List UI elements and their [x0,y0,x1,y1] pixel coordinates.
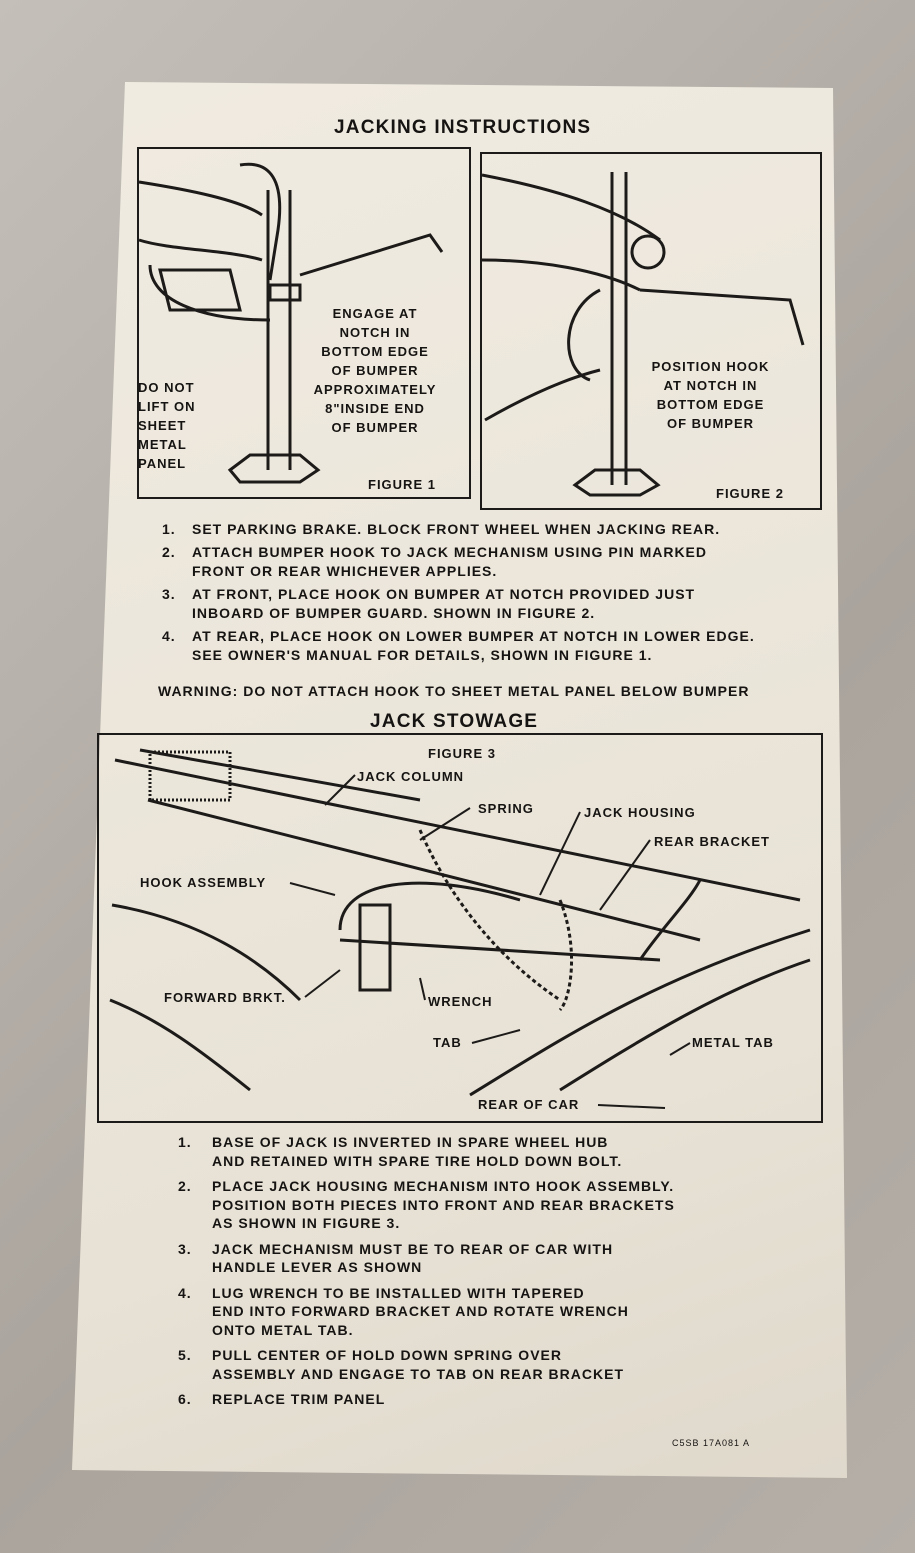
stowage-title: JACK STOWAGE [370,711,539,732]
figure-3 [97,733,823,1123]
title: JACKING INSTRUCTIONS [334,117,592,138]
label-metal-tab: METAL TAB [692,1035,774,1050]
label-jack-housing: JACK HOUSING [584,805,696,820]
figure-1 [137,147,471,499]
label-hook-assembly: HOOK ASSEMBLY [140,875,267,890]
label-wrench: WRENCH [428,994,493,1009]
jacking-steps: 1.SET PARKING BRAKE. BLOCK FRONT WHEEL W… [162,521,755,663]
figure-2-label: FIGURE 2 [716,486,784,501]
figure-2 [480,152,822,510]
stowage-steps: 1.BASE OF JACK IS INVERTED IN SPARE WHEE… [178,1134,675,1407]
label-rear-bracket: REAR BRACKET [654,834,770,849]
figure-1-label: FIGURE 1 [368,477,436,492]
label-rear-of-car: REAR OF CAR [478,1097,580,1112]
label-tab: TAB [433,1035,462,1050]
warning-text: WARNING: DO NOT ATTACH HOOK TO SHEET MET… [158,683,750,699]
label-forward-bracket: FORWARD BRKT. [164,990,286,1005]
label-jack-column: JACK COLUMN [357,769,465,784]
part-number: C5SB 17A081 A [672,1438,751,1448]
figure-3-label: FIGURE 3 [428,746,496,761]
label-spring: SPRING [478,801,534,816]
